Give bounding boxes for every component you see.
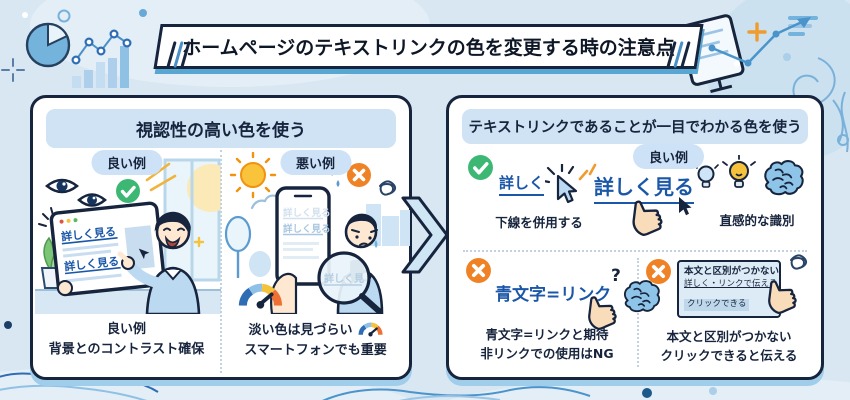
tree-icon: [224, 215, 271, 278]
box-line: 詳しく・リンクで伝える: [684, 278, 778, 289]
caption-line: 青文字=リンクと期待: [485, 327, 609, 342]
underline-example-cell: 詳しく 下線を併用する: [459, 150, 619, 248]
panel-link-color: テキストリンクであることが一目でわかる色を使う 詳しく 下線を併用する 良い例: [446, 95, 824, 380]
blue-text-sample: 青文字=リンク: [495, 285, 612, 305]
good-example-column: 良い例: [33, 150, 221, 373]
bar-chart-icon: [72, 46, 129, 88]
caption-line: 本文と区別がつかない: [666, 329, 792, 344]
hand-pointer-icon: [763, 276, 799, 314]
sun-icon: [229, 152, 277, 199]
bad-example-column: 悪い例: [220, 150, 410, 373]
right-panel-header: テキストリンクであることが一目でわかる色を使う: [462, 109, 808, 144]
hand-pointer-icon: [583, 292, 619, 330]
cross-icon: [465, 257, 492, 284]
good-link-example-cell: 良い例 詳しく見る: [578, 144, 823, 248]
dotted-divider-horizontal: [463, 250, 807, 252]
bad-example-pill: 悪い例: [279, 150, 352, 175]
dotted-divider-vertical: [637, 258, 639, 367]
panel-visibility: 視認性の高い色を使う 良い例: [30, 95, 412, 380]
cross-icon: [345, 161, 373, 189]
lightbulb-small-icon: [693, 164, 719, 188]
sparkle-icon: [193, 236, 205, 248]
banner-slashes-right: [666, 41, 691, 68]
line-chart-icon: [71, 29, 132, 65]
banner-slashes-left: [166, 41, 191, 68]
good-example-pill: 良い例: [633, 144, 705, 169]
blue-text-example-cell: 青文字=リンク ? 青文字=リンクと期待 非リンクでの使用はNG: [457, 254, 637, 374]
cursor-icon: [545, 164, 578, 204]
eye-icon: [44, 178, 80, 194]
crosshair-icon: [1, 58, 25, 82]
faint-phone-link: 詳しく見る: [283, 223, 331, 235]
check-icon: [114, 177, 142, 205]
caption-line: 背景とのコントラスト確保: [48, 342, 205, 358]
wave-lines: [0, 372, 591, 400]
underlined-link-sample: 詳しく: [499, 172, 545, 196]
faint-phone-link: 詳しく見る: [283, 207, 331, 219]
spark-lines: [578, 163, 597, 181]
pie-chart-icon: [25, 22, 71, 68]
plus-icon: [747, 22, 767, 42]
cursor-black-icon: [679, 197, 692, 216]
brain-icon: [764, 160, 804, 196]
phone: 詳しく見る 詳しく見る: [275, 186, 331, 286]
page-title: ホームページのテキストリンクの色を変更する時の注意点: [182, 37, 675, 59]
indistinct-caption: 本文と区別がつかない クリックできると伝える: [641, 328, 817, 366]
box-line: 本文と区別がつかない: [684, 266, 780, 277]
magnifier-faint-text: 詳しく見: [324, 272, 364, 285]
good-example-pill: 良い例: [90, 150, 163, 175]
magnifier-icon: 詳しく見: [317, 251, 383, 314]
caption-line: 非リンクでの使用はNG: [480, 345, 614, 361]
caption-line: 良い例: [106, 322, 146, 337]
underline-caption: 下線を併用する: [495, 215, 583, 230]
bad-example-illustration: 詳しく見る 詳しく見る: [224, 152, 410, 314]
caption-line: スマートフォンでも重要: [244, 343, 387, 359]
confusion-scribble-icon: [790, 254, 808, 270]
question-mark: ?: [611, 266, 621, 286]
eye-icon: [77, 193, 107, 207]
good-link-caption: 直感的な識別: [719, 213, 795, 228]
confusion-scribble-icon: [379, 180, 397, 196]
hand-pointer-icon: [627, 196, 665, 236]
good-example-caption: 良い例 背景とのコントラスト確保: [33, 320, 220, 360]
caption-line: 淡い色は見づらい: [248, 323, 353, 338]
indistinct-text-box: 本文と区別がつかない 詳しく・リンクで伝える クリックできる: [677, 260, 781, 318]
title-banner: ホームページのテキストリンクの色を変更する時の注意点: [153, 24, 704, 69]
flow-chevron-icon: [401, 196, 449, 274]
lightbulb-icon: [722, 155, 756, 188]
good-example-illustration: 詳しく見る 詳しく見る: [35, 158, 221, 314]
link-sample-large: 詳しく見る: [594, 171, 694, 204]
cursor-icon: [138, 248, 150, 260]
box-line: クリックできる: [684, 299, 750, 311]
bad-example-caption: 淡い色は見づらい スマートフォンでも重要: [222, 320, 409, 361]
caption-line: クリックできると伝える: [660, 347, 798, 363]
gauge-icon: [358, 320, 383, 337]
trend-arrow-icon: [708, 17, 811, 67]
check-icon: [467, 154, 494, 181]
left-panel-header: 視認性の高い色を使う: [46, 109, 396, 148]
brain-icon: [623, 280, 661, 313]
indistinct-example-cell: 本文と区別がつかない 詳しく・リンクで伝える クリックできる 本文と区別がつかな…: [641, 254, 817, 374]
person-good: [57, 211, 201, 314]
blue-text-caption: 青文字=リンクと期待 非リンクでの使用はNG: [457, 326, 637, 364]
